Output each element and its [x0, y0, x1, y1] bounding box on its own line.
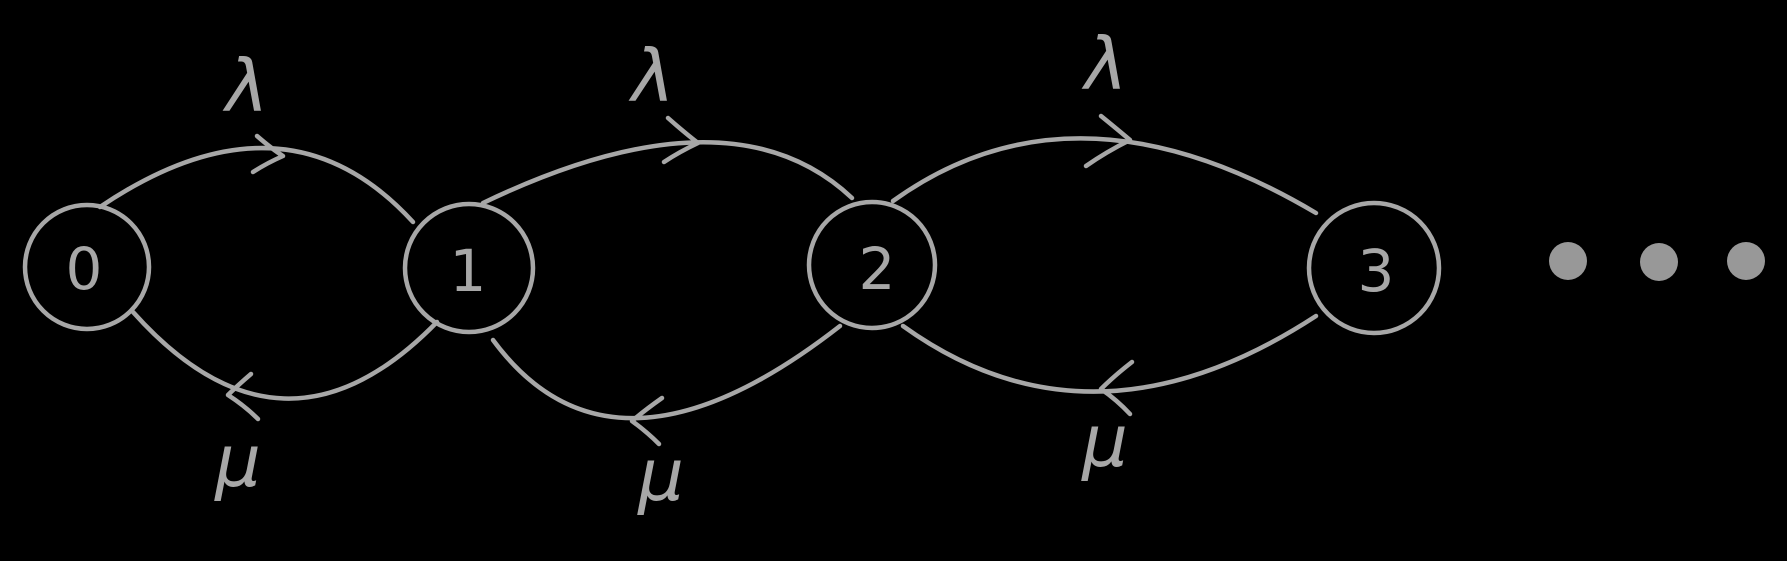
state-0-label: 0	[66, 235, 103, 303]
diagram-labels: 0 1 2 3 λ λ λ μ μ μ	[66, 22, 1395, 517]
ellipsis-dots	[1549, 242, 1765, 281]
arrowhead-right-1-to-2	[661, 115, 701, 165]
state-1-label: 1	[450, 237, 487, 305]
arrowhead-left-3-to-2	[1098, 359, 1135, 417]
arrowhead-right-0-to-1	[250, 133, 286, 175]
arrowhead-left-1-to-0	[225, 371, 261, 422]
mu-label-1-to-0: μ	[214, 419, 261, 503]
state-2-circle	[806, 199, 938, 331]
ellipsis-dot-1	[1549, 242, 1587, 280]
transition-arc-1-to-2	[480, 140, 855, 206]
transition-arc-1-to-0	[130, 309, 440, 401]
arrowhead-left-2-to-1	[629, 395, 665, 447]
lambda-label-0-to-1: λ	[222, 44, 269, 128]
transition-arc-2-to-3	[890, 136, 1319, 216]
transition-arc-2-to-1	[490, 323, 843, 421]
state-1-circle	[402, 201, 536, 335]
state-0-circle	[22, 202, 152, 332]
state-3-label: 3	[1358, 237, 1395, 305]
lambda-label-2-to-3: λ	[1081, 22, 1128, 106]
ellipsis-dot-2	[1640, 243, 1678, 281]
ellipsis-dot-3	[1727, 242, 1765, 280]
diagram-strokes	[22, 113, 1442, 447]
transition-arc-0-to-1	[97, 145, 416, 225]
lambda-label-1-to-2: λ	[628, 34, 675, 118]
mu-label-2-to-1: μ	[637, 433, 684, 517]
mu-label-3-to-2: μ	[1081, 399, 1128, 483]
state-2-label: 2	[859, 235, 896, 303]
state-3-circle	[1306, 200, 1442, 336]
arrowhead-right-2-to-3	[1083, 113, 1133, 169]
